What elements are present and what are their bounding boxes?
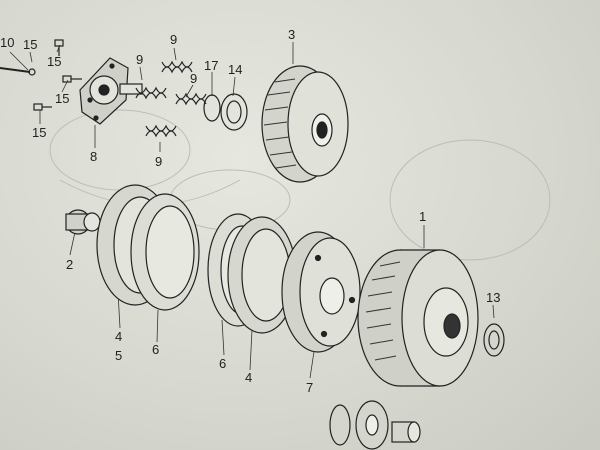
callout-5: 5: [115, 348, 123, 363]
spring-9-left: [135, 86, 167, 100]
callout-9: 9: [136, 52, 144, 67]
callout-15: 15: [47, 54, 62, 69]
callout-9: 9: [170, 32, 178, 47]
spring-9-right: [175, 92, 207, 106]
callout-17: 17: [204, 58, 219, 73]
callout-15: 15: [23, 37, 38, 52]
washer-14: [220, 93, 248, 131]
callout-15: 15: [55, 91, 70, 106]
inner-hub-3: [261, 65, 349, 183]
callout-4: 4: [245, 370, 253, 385]
collar-2: [65, 209, 101, 235]
pressure-plate-8: [79, 57, 143, 125]
callout-3: 3: [288, 27, 296, 42]
spring-9-top: [161, 60, 193, 74]
friction-disc-4-right: [227, 216, 297, 334]
callout-1: 1: [419, 209, 427, 224]
callout-4: 4: [115, 329, 123, 344]
callout-7: 7: [306, 380, 314, 395]
outer-housing-1: [357, 249, 479, 387]
callout-15: 15: [32, 125, 47, 140]
callout-6: 6: [219, 356, 227, 371]
spring-9-bottom: [145, 124, 177, 138]
callout-9: 9: [190, 71, 198, 86]
washer-13: [483, 323, 505, 357]
steel-plate-6-left: [130, 193, 200, 311]
clutch-plate-7: [281, 231, 361, 353]
callout-8: 8: [90, 149, 98, 164]
callout-2: 2: [66, 257, 74, 272]
circlip-17: [203, 94, 221, 122]
bottom-gear-parts: [329, 400, 421, 450]
bolt-15-a: [54, 39, 64, 56]
callout-9: 9: [155, 154, 163, 169]
callout-14: 14: [228, 62, 243, 77]
callout-6: 6: [152, 342, 160, 357]
callout-13: 13: [486, 290, 501, 305]
callout-10: 10: [0, 35, 15, 50]
bolt-10: [0, 67, 36, 76]
bolt-15-b: [62, 75, 82, 83]
bolt-15-c: [33, 103, 52, 111]
